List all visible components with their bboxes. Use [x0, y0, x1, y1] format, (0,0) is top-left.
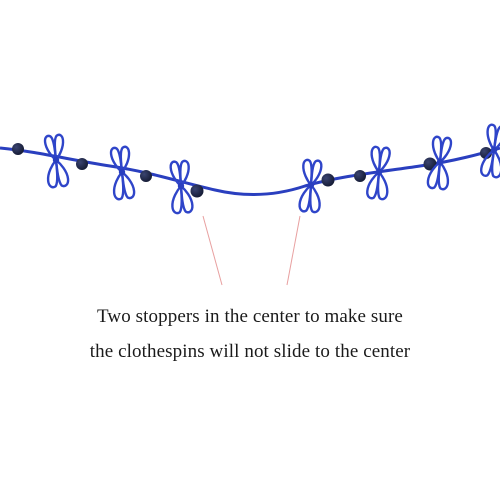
pointer-line-left: [202, 215, 223, 286]
stopper-bead-right: [321, 173, 335, 187]
bead: [354, 170, 366, 182]
rope: [0, 146, 500, 196]
pointer-line-right: [286, 215, 301, 286]
caption-line-2: the clothespins will not slide to the ce…: [89, 341, 411, 362]
caption-line-1: Two stoppers in the center to make sure: [97, 306, 403, 327]
stopper-bead-left: [190, 184, 204, 198]
bead: [76, 158, 88, 170]
clothespin: [42, 133, 70, 189]
bead: [12, 143, 24, 155]
clothespin: [168, 159, 195, 215]
bead: [140, 170, 152, 182]
clothespin: [108, 145, 136, 201]
